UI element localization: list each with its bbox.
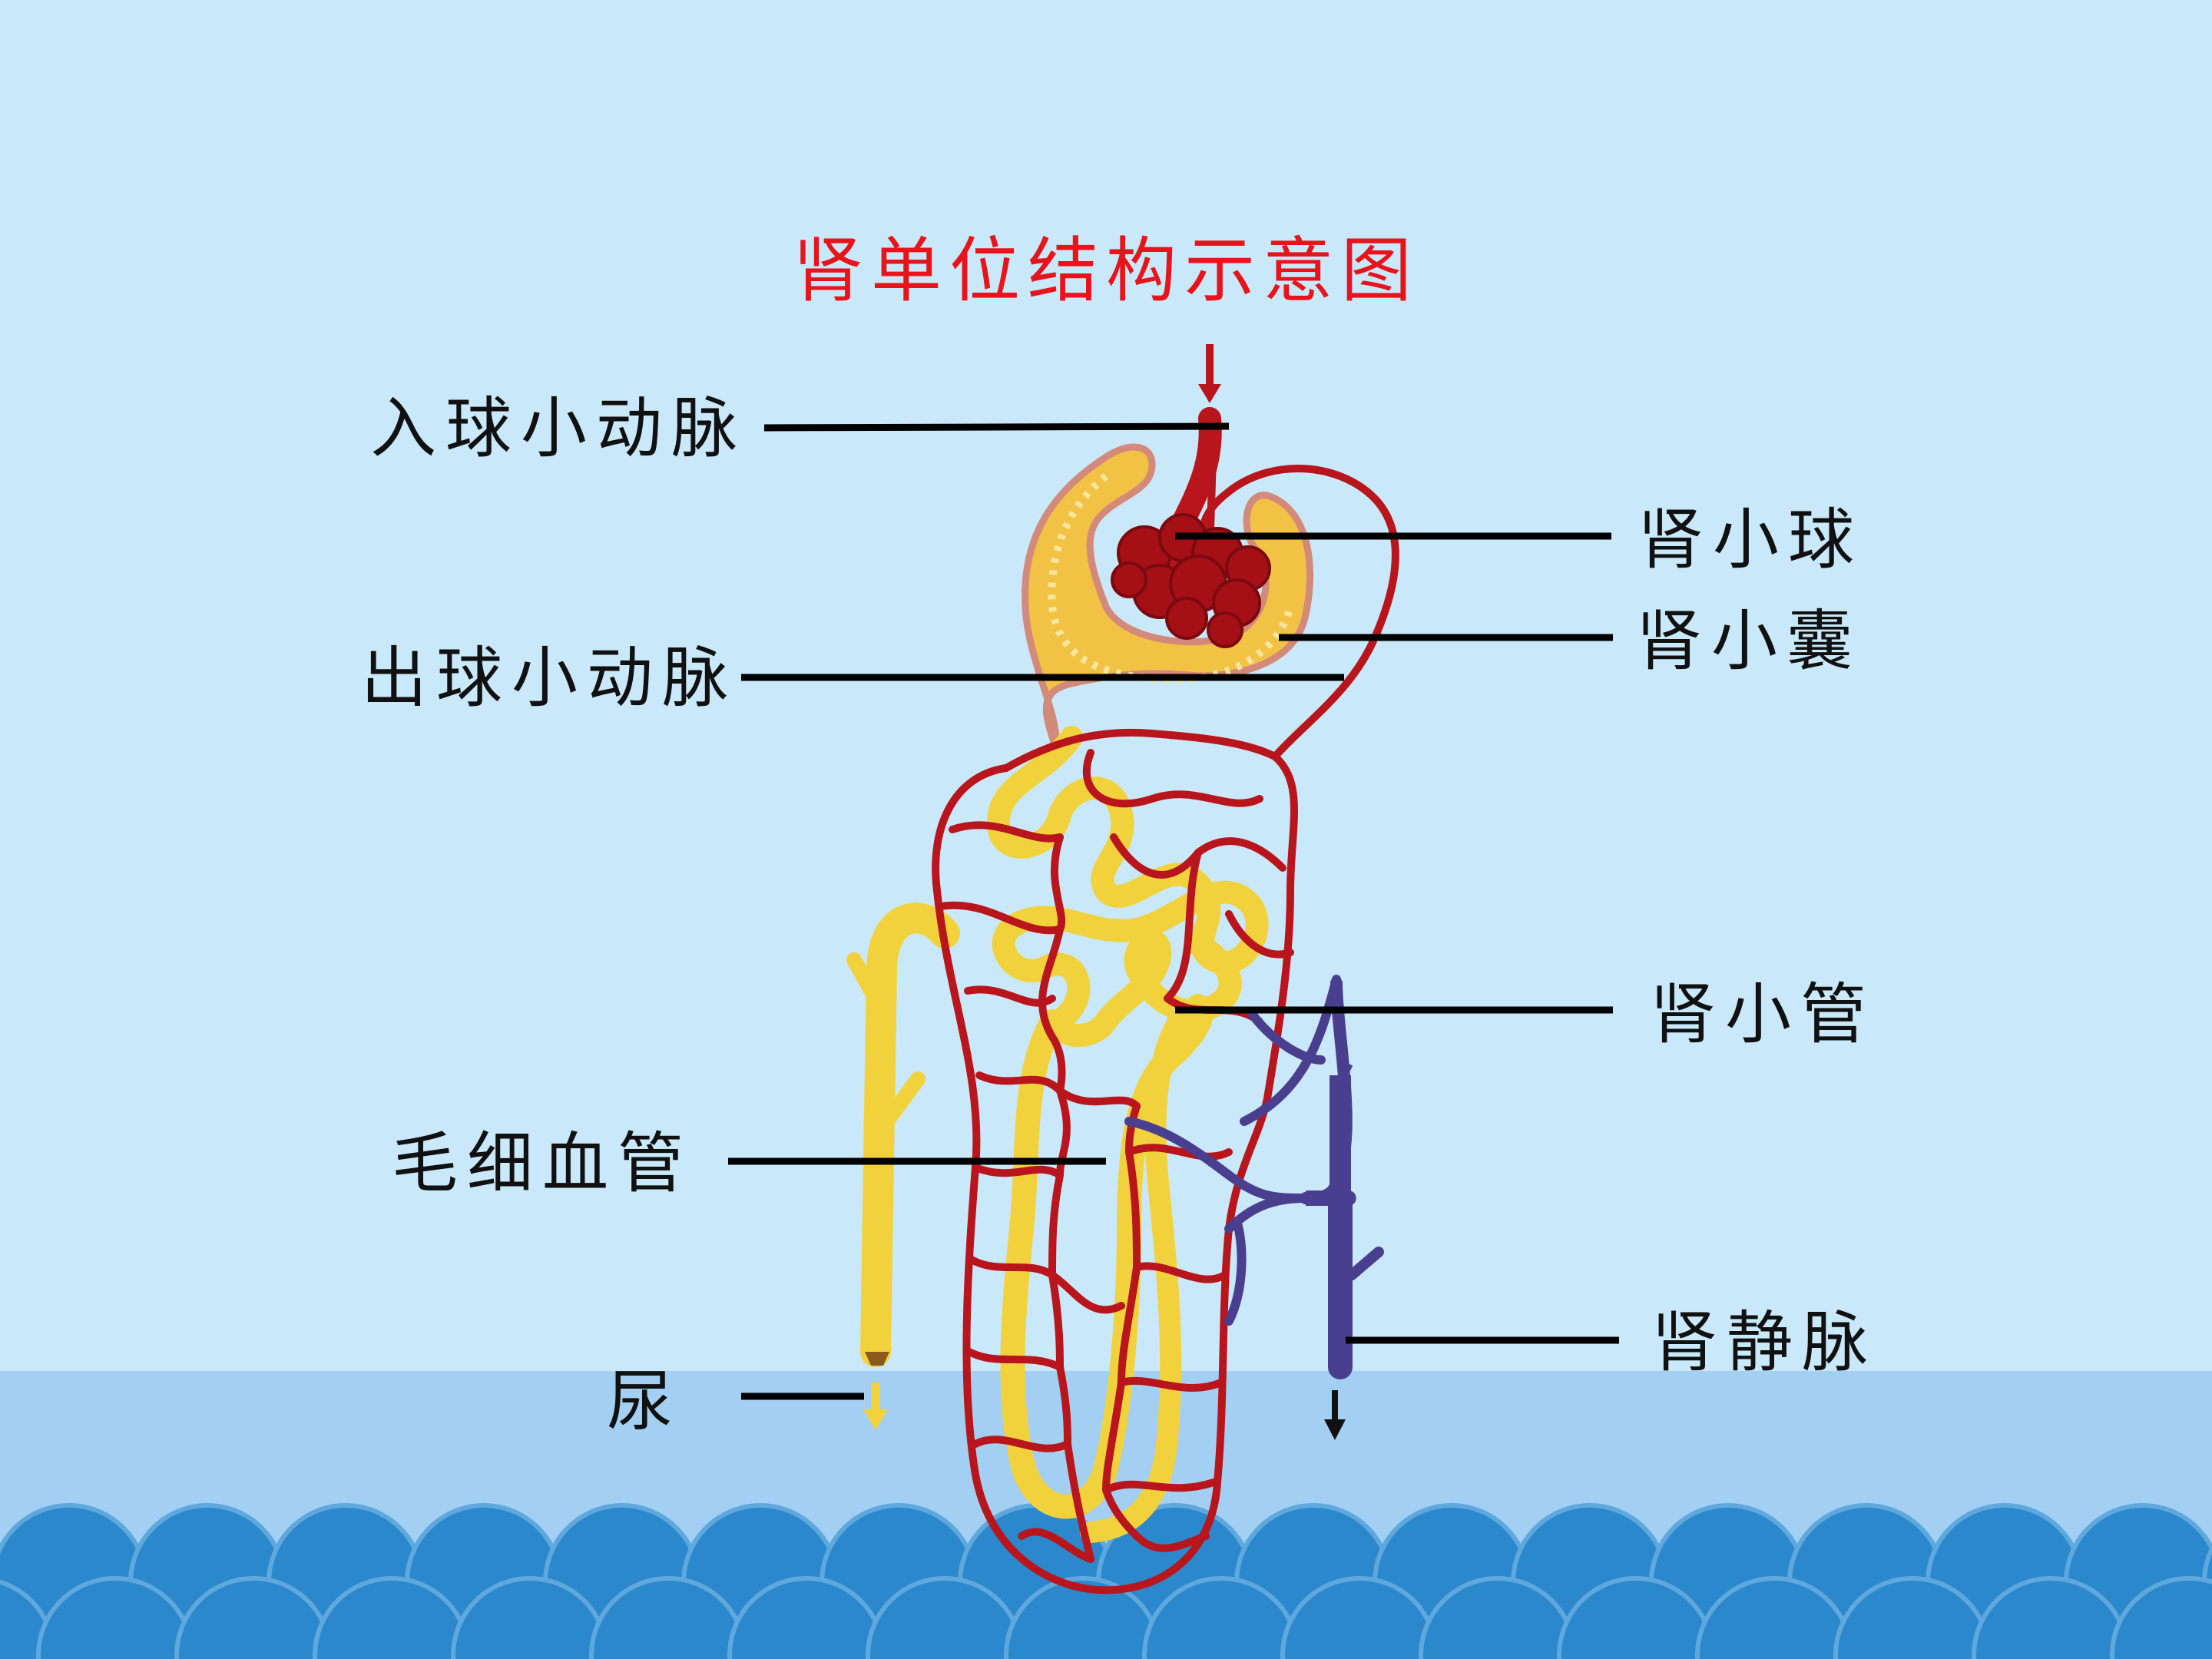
- wave-decoration: [0, 1503, 2212, 1659]
- leader-afferent: [763, 422, 1230, 432]
- label-urine: 尿: [607, 1363, 682, 1440]
- label-capillary: 毛细血管: [392, 1125, 693, 1202]
- diagram-title: 肾单位结构示意图: [792, 230, 1419, 312]
- proximal-tubule: [987, 726, 1269, 1048]
- label-afferent-arteriole: 入球小动脉: [370, 390, 747, 467]
- renal-vein-branch: [1346, 1247, 1384, 1280]
- label-renal-tubule: 肾小管: [1650, 976, 1876, 1053]
- duct-end: [865, 1352, 889, 1366]
- loop-of-henle-ascending: [1080, 1003, 1194, 1543]
- collecting-duct: [860, 902, 960, 1367]
- inflow-arrow-head: [1198, 384, 1221, 403]
- urine-arrow-head: [863, 1409, 888, 1430]
- label-glomerulus: 肾小球: [1637, 502, 1863, 578]
- loop-of-henle: [1000, 994, 1214, 1519]
- vein-outflow-arrow-head: [1324, 1419, 1346, 1440]
- collecting-duct-branch: [846, 952, 926, 1144]
- venous-network: [1124, 975, 1341, 1326]
- nephron: [846, 344, 1399, 1594]
- label-efferent-arteriole: 出球小动脉: [361, 640, 737, 717]
- leader-lines: [728, 422, 1619, 1400]
- capsule-inner-layer: [1048, 473, 1294, 684]
- renal-vein-cap: [1335, 1061, 1353, 1085]
- label-renal-vein: 肾静脉: [1651, 1304, 1877, 1381]
- label-renal-capsule: 肾小囊: [1636, 603, 1862, 680]
- wave-scallop: [2110, 1576, 2212, 1659]
- capillary-network: [932, 430, 1399, 1594]
